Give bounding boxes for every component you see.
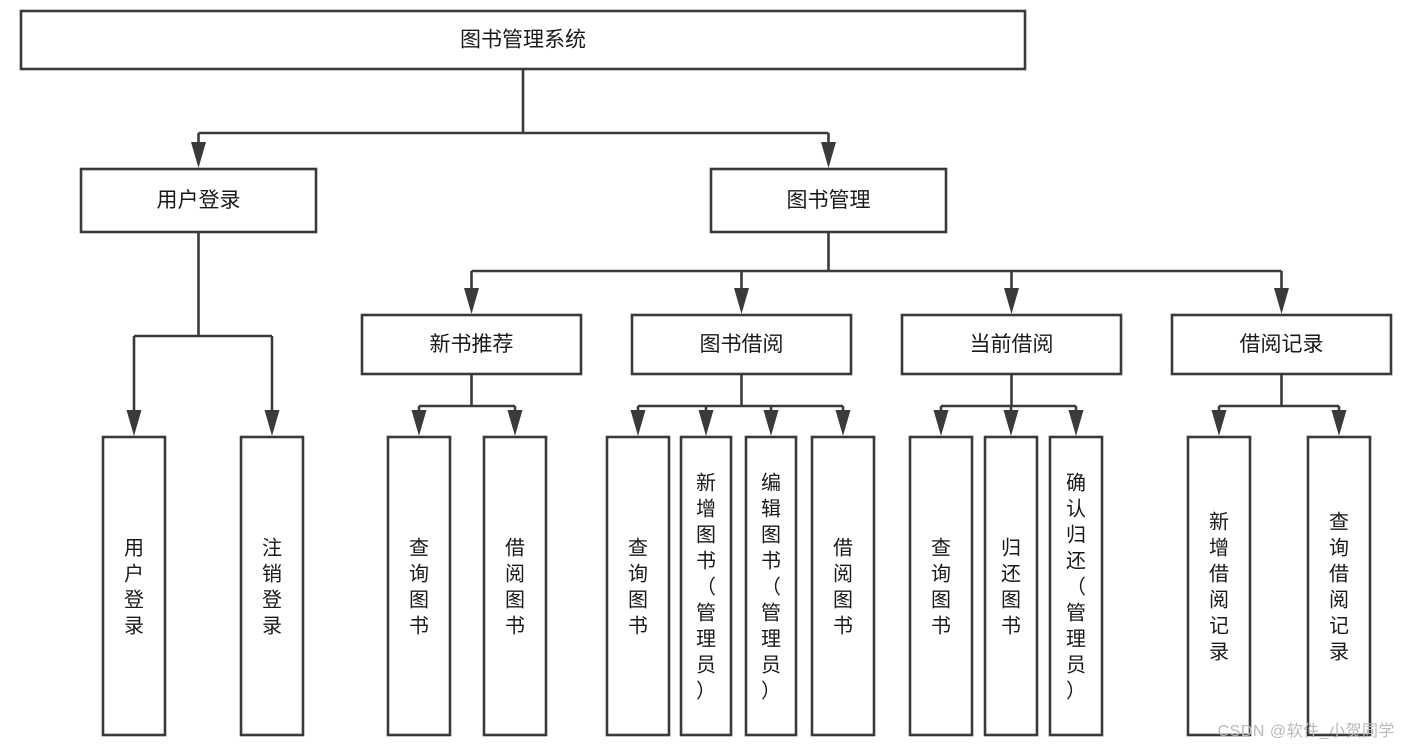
node-box[interactable]	[482, 435, 548, 737]
arrow-head-icon	[1004, 288, 1019, 314]
node-cb-return[interactable]: 归还图书	[983, 435, 1039, 737]
node-label: 注销登录	[262, 536, 282, 637]
arrow-head-icon	[763, 410, 779, 436]
node-label: 图书管理	[787, 189, 871, 212]
arrow-head-icon	[630, 410, 646, 436]
node-label: 用户登录	[157, 189, 241, 212]
node-records[interactable]: 借阅记录	[1170, 313, 1393, 376]
node-box[interactable]	[679, 435, 733, 737]
node-rc-add[interactable]: 新增借阅记录	[1186, 435, 1252, 737]
node-box[interactable]	[900, 313, 1123, 376]
node-box[interactable]	[1170, 313, 1393, 376]
arrow-head-icon	[411, 410, 427, 436]
node-rc-query[interactable]: 查询借阅记录	[1306, 435, 1372, 737]
node-label: 查询图书	[931, 536, 951, 637]
node-root[interactable]: 图书管理系统	[19, 9, 1027, 71]
arrow-head-icon	[191, 142, 206, 168]
node-label: 借阅图书	[833, 536, 853, 637]
node-bk-add[interactable]: 新增图书（管理员）	[679, 435, 733, 737]
node-newbook[interactable]: 新书推荐	[360, 313, 583, 376]
nodes-layer: 图书管理系统用户登录图书管理新书推荐图书借阅当前借阅借阅记录用户登录注销登录查询…	[19, 9, 1393, 737]
node-bookmgmt[interactable]: 图书管理	[709, 167, 948, 234]
edges-layer	[126, 69, 1347, 436]
arrow-head-icon	[734, 288, 749, 314]
arrow-head-icon	[507, 410, 523, 436]
arrow-head-icon	[1068, 410, 1084, 436]
node-box[interactable]	[908, 435, 974, 737]
arrow-head-icon	[835, 410, 851, 436]
edge-group-borrow	[630, 374, 851, 436]
node-box[interactable]	[1186, 435, 1252, 737]
arrow-head-icon	[1211, 410, 1227, 436]
node-box[interactable]	[810, 435, 876, 737]
node-box[interactable]	[79, 167, 318, 234]
edge-group-root	[191, 69, 836, 168]
node-label: 图书借阅	[700, 333, 784, 356]
arrow-head-icon	[933, 410, 949, 436]
arrow-head-icon	[1331, 410, 1347, 436]
arrow-head-icon	[698, 410, 714, 436]
node-label: 查询图书	[409, 536, 429, 637]
node-label: 确认归还（管理员）	[1066, 471, 1086, 702]
node-label: 查询借阅记录	[1329, 510, 1349, 663]
node-box[interactable]	[239, 435, 305, 737]
arrow-head-icon	[264, 410, 280, 436]
node-box[interactable]	[101, 435, 167, 737]
node-label: 编辑图书（管理员）	[761, 471, 781, 702]
edge-group-login	[126, 232, 280, 436]
node-label: 借阅记录	[1240, 333, 1324, 356]
edge-group-current	[933, 374, 1084, 436]
node-label: 新书推荐	[430, 333, 514, 356]
watermark-text: CSDN @软件_小贺同学	[1217, 723, 1395, 740]
arrow-head-icon	[1274, 288, 1289, 314]
node-l-logout[interactable]: 注销登录	[239, 435, 305, 737]
edge-group-records	[1211, 374, 1347, 436]
node-box[interactable]	[19, 9, 1027, 71]
node-box[interactable]	[605, 435, 671, 737]
node-bk-borrow[interactable]: 借阅图书	[810, 435, 876, 737]
node-cb-query[interactable]: 查询图书	[908, 435, 974, 737]
node-box[interactable]	[360, 313, 583, 376]
node-box[interactable]	[1306, 435, 1372, 737]
arrow-head-icon	[821, 142, 836, 168]
node-box[interactable]	[1048, 435, 1104, 737]
node-label: 新增图书（管理员）	[696, 471, 716, 702]
edge-group-newbook	[411, 374, 523, 436]
arrow-head-icon	[1003, 410, 1019, 436]
node-nb-query[interactable]: 查询图书	[386, 435, 452, 737]
node-box[interactable]	[630, 313, 853, 376]
node-bk-edit[interactable]: 编辑图书（管理员）	[744, 435, 798, 737]
node-label: 查询图书	[628, 536, 648, 637]
node-label: 归还图书	[1001, 536, 1021, 637]
arrow-head-icon	[126, 410, 142, 436]
node-login[interactable]: 用户登录	[79, 167, 318, 234]
node-label: 借阅图书	[505, 536, 525, 637]
node-l-login[interactable]: 用户登录	[101, 435, 167, 737]
edge-group-bookmgmt	[464, 232, 1289, 314]
node-box[interactable]	[983, 435, 1039, 737]
node-current[interactable]: 当前借阅	[900, 313, 1123, 376]
node-label: 图书管理系统	[460, 29, 586, 52]
node-box[interactable]	[744, 435, 798, 737]
node-label: 新增借阅记录	[1209, 510, 1229, 663]
node-bk-query[interactable]: 查询图书	[605, 435, 671, 737]
node-label: 用户登录	[124, 537, 144, 637]
arrow-head-icon	[464, 288, 479, 314]
node-box[interactable]	[386, 435, 452, 737]
node-box[interactable]	[709, 167, 948, 234]
node-label: 当前借阅	[970, 333, 1054, 356]
node-cb-confirm[interactable]: 确认归还（管理员）	[1048, 435, 1104, 737]
node-borrow[interactable]: 图书借阅	[630, 313, 853, 376]
node-nb-borrow[interactable]: 借阅图书	[482, 435, 548, 737]
